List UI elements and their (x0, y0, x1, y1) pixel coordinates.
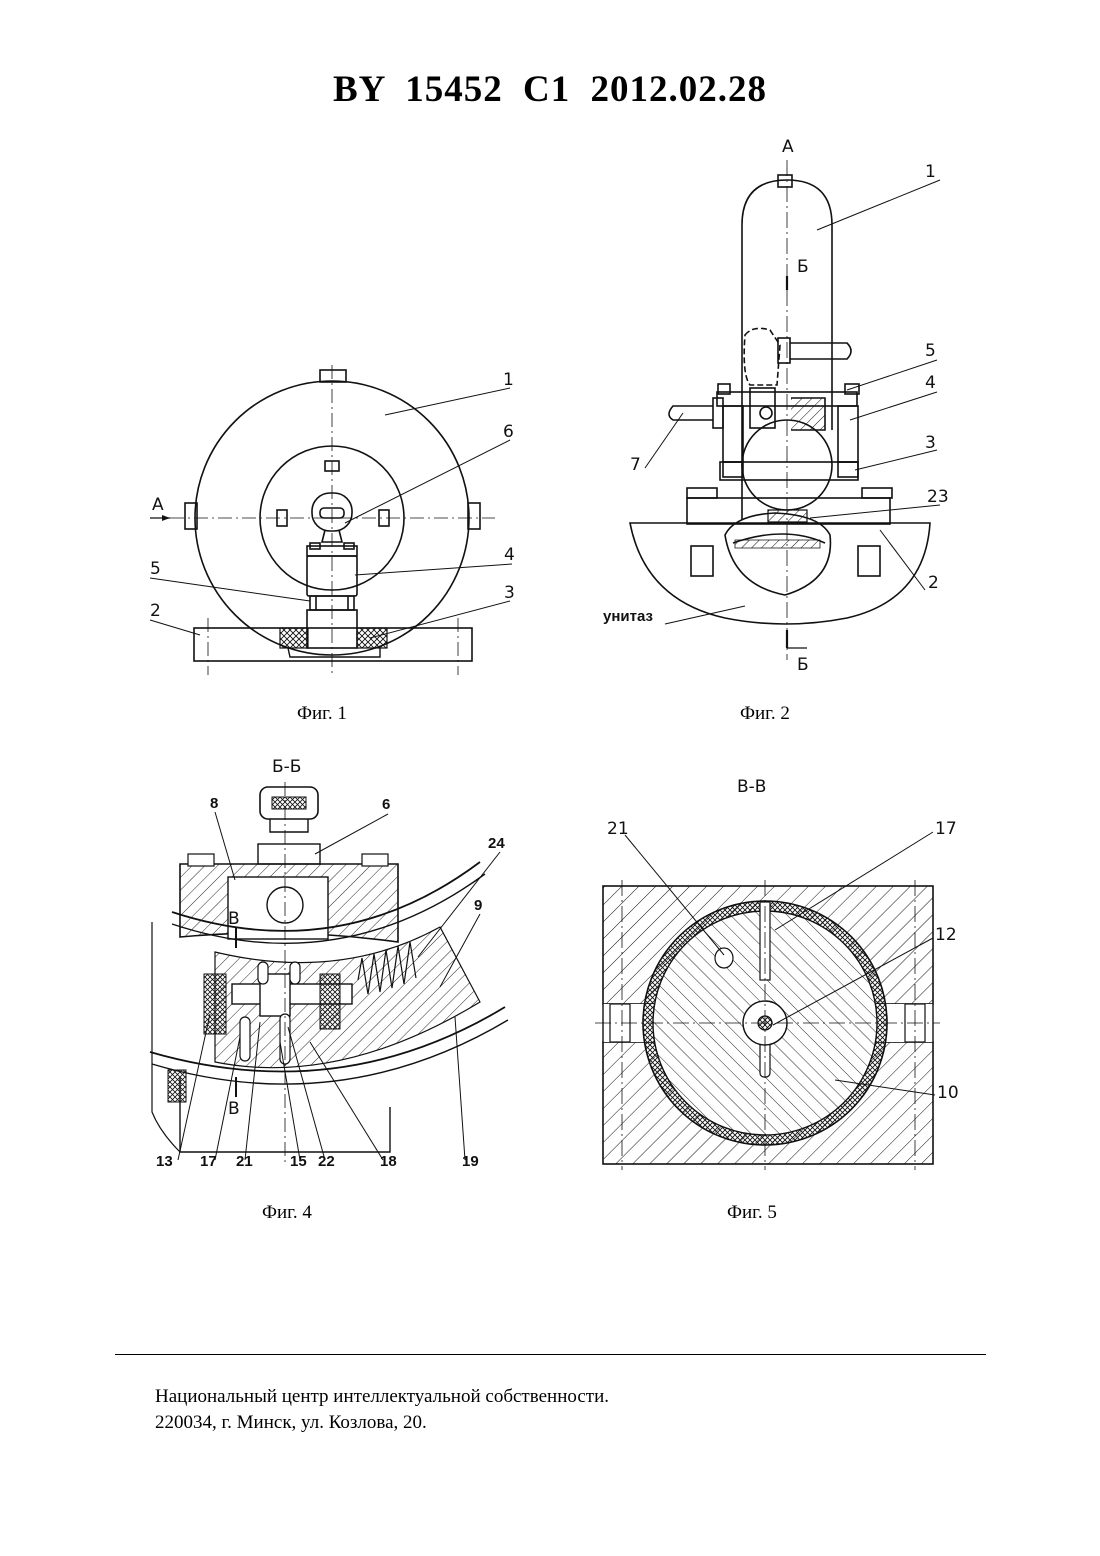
fig2-view-mark: А (782, 137, 794, 157)
fig4-label: 6 (382, 796, 390, 813)
fig4-label: 9 (474, 897, 482, 914)
fig4-label: 8 (210, 795, 218, 812)
fig5-label: 10 (937, 1083, 959, 1103)
fig4-label: 22 (318, 1153, 335, 1170)
fig4-cut-mark: В (228, 1099, 240, 1119)
fig4-label: 21 (236, 1153, 253, 1170)
fig2-label: 4 (925, 373, 936, 393)
figure-1-caption: Фиг. 1 (297, 703, 347, 725)
fig4-label: 17 (200, 1153, 217, 1170)
footer-line-2: 220034, г. Минск, ул. Козлова, 20. (155, 1410, 609, 1436)
fig5-label: 21 (607, 819, 629, 839)
fig1-label: 5 (150, 559, 161, 579)
fig4-label: 18 (380, 1153, 397, 1170)
fig2-label: 5 (925, 341, 936, 361)
figure-4-caption: Фиг. 4 (262, 1202, 312, 1224)
fig4-section-title: Б-Б (272, 757, 301, 777)
fig2-label: 1 (925, 162, 936, 182)
fig4-label: 15 (290, 1153, 307, 1170)
footer-line-1: Национальный центр интеллектуальной собс… (155, 1384, 609, 1410)
fig4-label: 24 (488, 835, 505, 852)
figure-5-caption: Фиг. 5 (727, 1202, 777, 1224)
fig4-label: 19 (462, 1153, 479, 1170)
fig1-view-mark: А (152, 495, 164, 515)
fig2-toilet-label: унитаз (603, 608, 653, 625)
fig5-section-title: В-В (737, 777, 766, 797)
fig2-label: 7 (630, 455, 641, 475)
fig4-cut-mark: В (228, 909, 240, 929)
fig2-label: 2 (928, 573, 939, 593)
figure-1-drawing: А 1 6 4 5 2 3 (140, 360, 540, 680)
fig5-label: 17 (935, 819, 957, 839)
fig1-label: 3 (504, 583, 515, 603)
figure-4-drawing: Б-Б В В (140, 752, 510, 1182)
footer-divider (115, 1354, 986, 1355)
figure-5-drawing: В-В 21 17 12 10 (585, 770, 965, 1180)
fig2-label: 23 (927, 487, 949, 507)
fig2-cut-mark: Б (797, 257, 809, 277)
document-header: BY 15452 C1 2012.02.28 (0, 68, 1100, 111)
fig1-label: 1 (503, 370, 514, 390)
figure-2-drawing: А (585, 130, 965, 680)
figure-2-caption: Фиг. 2 (740, 703, 790, 725)
fig2-cut-mark-bottom: Б (797, 655, 809, 675)
fig1-label: 6 (503, 422, 514, 442)
fig1-label: 2 (150, 601, 161, 621)
fig2-label: 3 (925, 433, 936, 453)
fig1-label: 4 (504, 545, 515, 565)
fig5-label: 12 (935, 925, 957, 945)
fig4-label: 13 (156, 1153, 173, 1170)
footer: Национальный центр интеллектуальной собс… (155, 1384, 609, 1436)
